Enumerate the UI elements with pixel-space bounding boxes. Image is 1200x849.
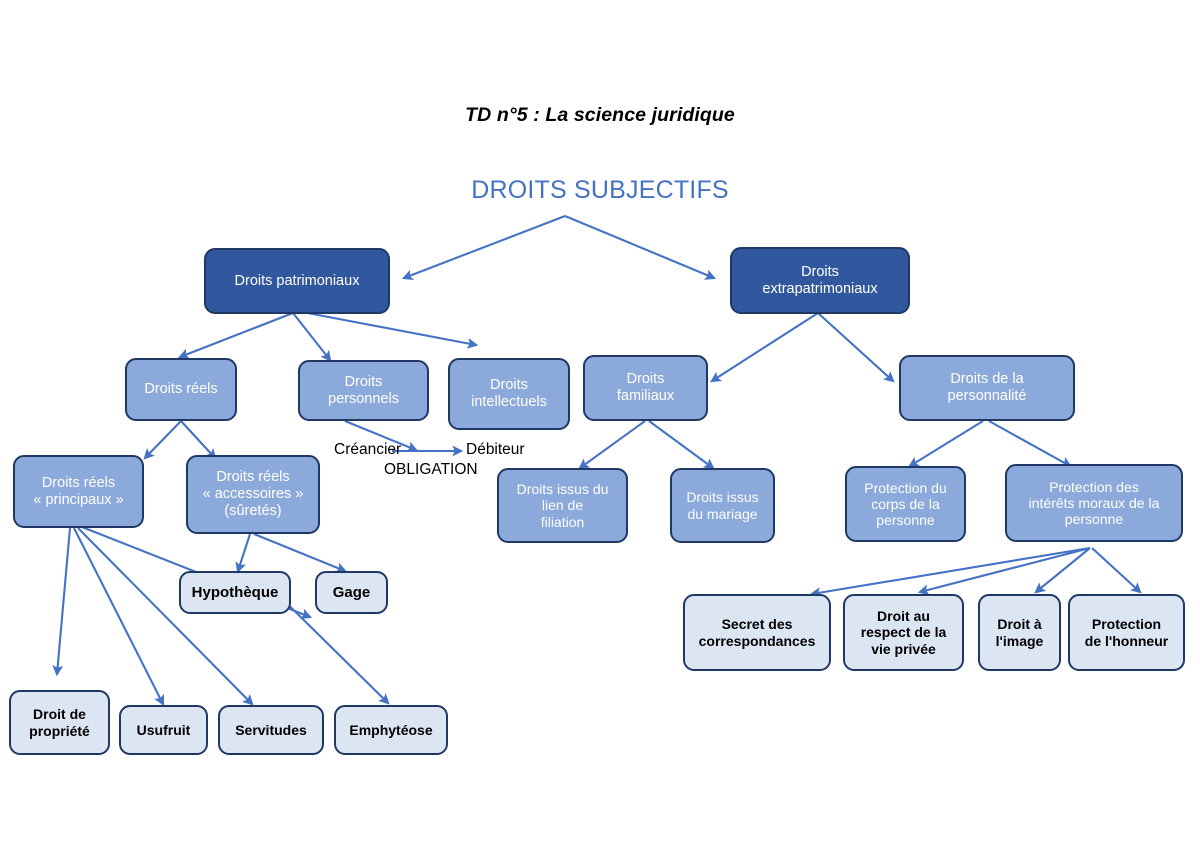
node-droits-issus-lien-filiation[interactable]: Droits issus du lien de filiation xyxy=(497,468,628,543)
edge-extrapatrimoniaux-to-personnalite xyxy=(817,312,895,383)
node-droits-reels-principaux[interactable]: Droits réels « principaux » xyxy=(13,455,144,528)
edge-root-to-extrapatrimoniaux xyxy=(564,215,717,280)
node-gage[interactable]: Gage xyxy=(315,571,388,614)
node-hypotheque[interactable]: Hypothèque xyxy=(179,571,291,614)
node-secret-des-correspondances[interactable]: Secret des correspondances xyxy=(683,594,831,671)
edge-personnalite-to-interets xyxy=(988,420,1073,468)
node-droits-familiaux[interactable]: Droits familiaux xyxy=(583,355,708,421)
edge-interets-to-secret xyxy=(809,546,1091,598)
edge-interets-to-vie-privee xyxy=(917,546,1091,596)
node-droits-extrapatrimoniaux[interactable]: Droits extrapatrimoniaux xyxy=(730,247,910,314)
edge-principaux-to-servitudes xyxy=(77,527,254,706)
edge-interets-to-image xyxy=(1034,547,1091,594)
label-debiteur: Débiteur xyxy=(466,441,525,458)
edge-patrimoniaux-to-personnels xyxy=(292,312,332,362)
node-droits-intellectuels[interactable]: Droits intellectuels xyxy=(448,358,570,430)
node-droits-reels-accessoires[interactable]: Droits réels « accessoires » (sûretés) xyxy=(186,455,320,534)
page-title: TD n°5 : La science juridique xyxy=(465,104,735,126)
edge-patrimoniaux-to-reels xyxy=(177,312,294,359)
node-protection-corps-personne[interactable]: Protection du corps de la personne xyxy=(845,466,966,542)
node-droits-patrimoniaux[interactable]: Droits patrimoniaux xyxy=(204,248,390,314)
edge-reels-to-principaux xyxy=(143,420,182,460)
node-droits-issus-du-mariage[interactable]: Droits issus du mariage xyxy=(670,468,775,543)
edge-accessoires-to-hypotheque xyxy=(235,533,251,574)
node-usufruit[interactable]: Usufruit xyxy=(119,705,208,755)
node-droit-a-l-image[interactable]: Droit à l'image xyxy=(978,594,1061,671)
edge-personnalite-to-corps xyxy=(908,420,984,468)
node-protection-de-l-honneur[interactable]: Protection de l'honneur xyxy=(1068,594,1185,671)
node-droits-personnalite[interactable]: Droits de la personnalité xyxy=(899,355,1075,421)
label-creancier: Créancier xyxy=(334,441,402,458)
edge-extrapatrimoniaux-to-familiaux xyxy=(710,312,819,383)
node-droit-de-propriete[interactable]: Droit de propriété xyxy=(9,690,110,755)
node-droit-respect-vie-privee[interactable]: Droit au respect de la vie privée xyxy=(843,594,964,671)
node-servitudes[interactable]: Servitudes xyxy=(218,705,324,755)
edge-accessoires-to-gage xyxy=(253,533,348,573)
edge-familiaux-to-filiation xyxy=(578,420,646,470)
edge-principaux-to-propriete xyxy=(52,527,72,677)
root-node-droits-subjectifs: DROITS SUBJECTIFS xyxy=(471,176,729,204)
label-obligation: OBLIGATION xyxy=(384,461,478,478)
edge-root-to-patrimoniaux xyxy=(401,215,566,281)
edge-familiaux-to-mariage xyxy=(648,420,715,470)
edge-principaux-to-usufruit xyxy=(73,527,165,707)
node-droits-reels[interactable]: Droits réels xyxy=(125,358,237,421)
node-droits-personnels[interactable]: Droits personnels xyxy=(298,360,429,421)
node-emphyteose[interactable]: Emphytéose xyxy=(334,705,448,755)
edge-reels-to-accessoires xyxy=(180,420,217,460)
node-protection-interets-moraux[interactable]: Protection des intérêts moraux de la per… xyxy=(1005,464,1183,542)
edge-patrimoniaux-to-intellectuels xyxy=(296,309,479,349)
edge-interets-to-honneur xyxy=(1091,547,1142,594)
